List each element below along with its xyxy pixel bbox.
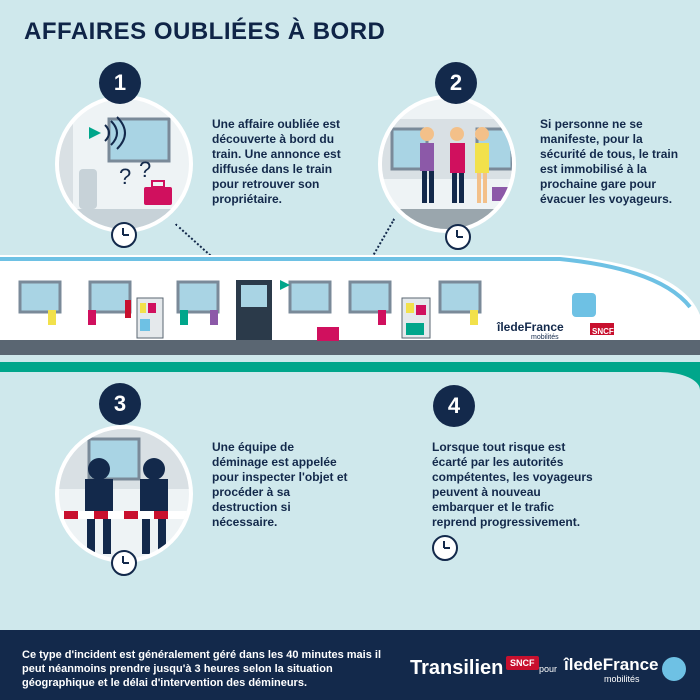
- svg-text:?: ?: [139, 157, 151, 182]
- page-title: AFFAIRES OUBLIÉES À BORD: [24, 18, 386, 45]
- step3-text: Une équipe de déminage est appelée pour …: [212, 440, 348, 529]
- step2-number-badge: 2: [435, 62, 477, 104]
- step2-connector: [370, 218, 396, 259]
- step2-clock-icon: [445, 224, 471, 250]
- train-logo-mobilites: mobilités: [531, 334, 559, 341]
- step1-number-badge: 1: [99, 62, 141, 104]
- transilien-logo: Transilien: [410, 657, 504, 679]
- step1-illustration: ? ?: [55, 95, 193, 233]
- idf-mobilites-sub: mobilités: [604, 674, 640, 684]
- step3-clock-icon: [111, 550, 137, 576]
- train-logo-idf: îledeFrance: [497, 320, 564, 334]
- svg-text:?: ?: [119, 164, 131, 189]
- train-illustration: [0, 255, 700, 355]
- sncf-logo: SNCF: [506, 656, 539, 670]
- step1-clock-icon: [111, 222, 137, 248]
- train-logo-sncf: SNCF: [592, 327, 614, 336]
- step2-scene-image: [382, 99, 512, 229]
- teal-band-curve: [0, 372, 700, 390]
- step3-scene-image: [59, 429, 189, 559]
- step2-text: Si personne ne se manifeste, pour la séc…: [540, 117, 679, 206]
- idf-mobilites-logo: îledeFrance: [564, 655, 659, 674]
- pour-label: pour: [539, 664, 558, 674]
- step4-text: Lorsque tout risque est écarté par les a…: [432, 440, 593, 529]
- step1-text: Une affaire oubliée est découverte à bor…: [212, 117, 341, 206]
- step1-scene-image: ? ?: [59, 99, 189, 229]
- step3-illustration: [55, 425, 193, 563]
- step4-number-badge: 4: [433, 385, 475, 427]
- idf-mobilites-icon: [662, 657, 686, 681]
- footer-bar: [0, 630, 700, 700]
- step4-clock-icon: [432, 535, 458, 561]
- footer-note: Ce type d'incident est généralement géré…: [22, 649, 382, 689]
- step3-number-badge: 3: [99, 383, 141, 425]
- step2-illustration: [378, 95, 516, 233]
